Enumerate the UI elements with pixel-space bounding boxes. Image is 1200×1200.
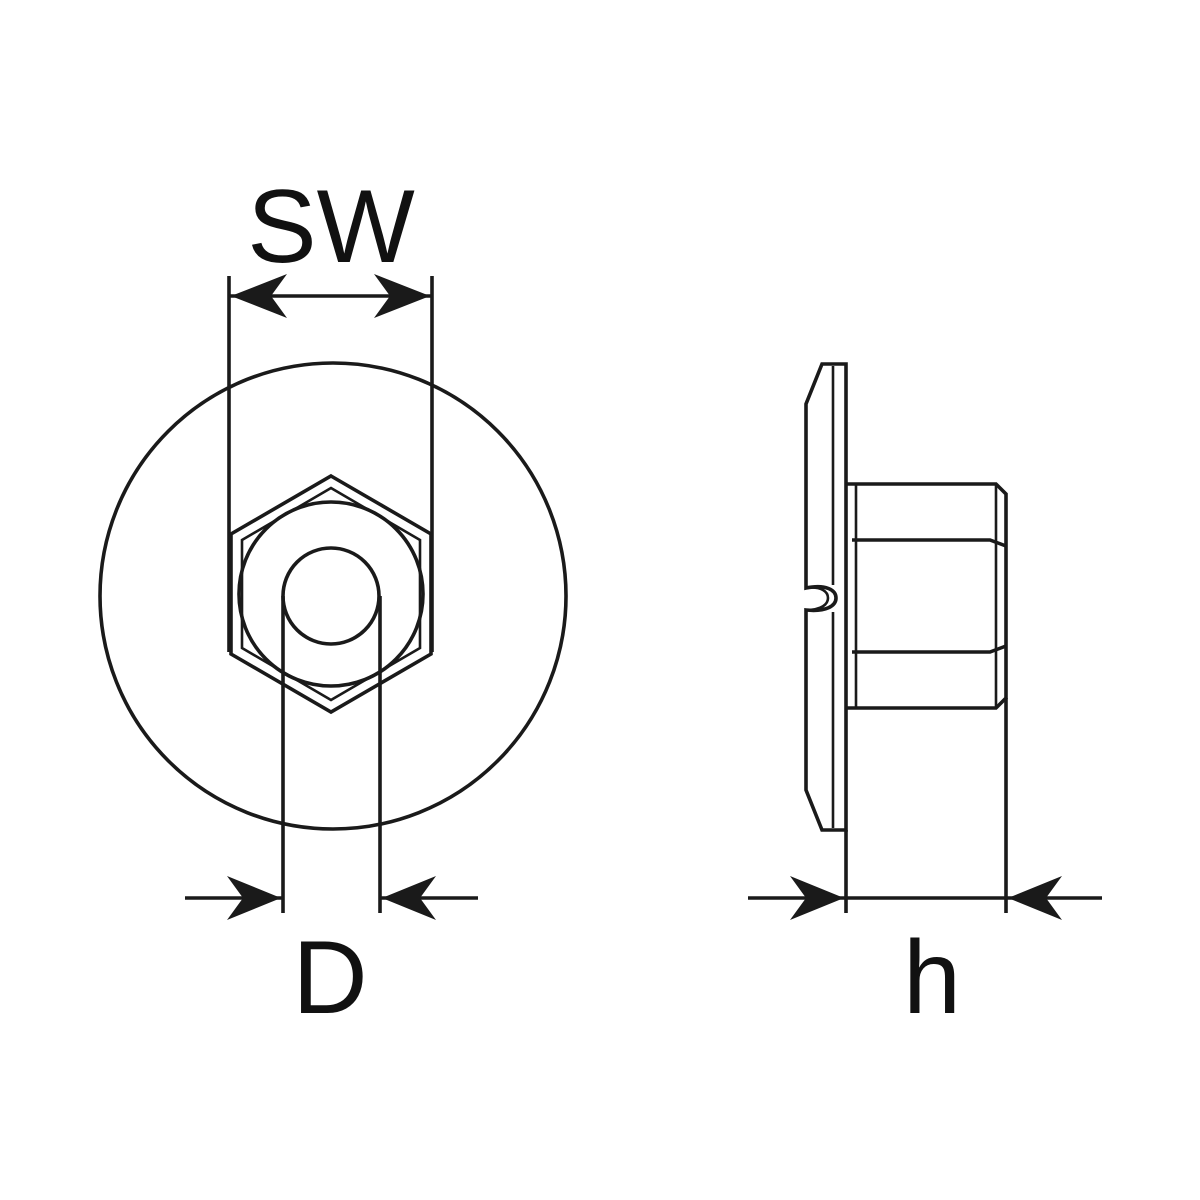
hex-edge-lower bbox=[852, 644, 1007, 654]
hex-inner-chamfer bbox=[240, 486, 422, 702]
d-arrow-left bbox=[227, 876, 281, 920]
h-label: h bbox=[903, 920, 961, 1036]
bore-hole bbox=[281, 546, 381, 646]
flange-side-outline bbox=[804, 362, 848, 832]
d-dimension: D bbox=[185, 596, 478, 1036]
h-dimension: h bbox=[748, 698, 1102, 1036]
hex-outer-outline bbox=[229, 473, 433, 715]
front-view bbox=[98, 361, 568, 831]
h-arrow-left bbox=[790, 876, 844, 920]
flange-outline bbox=[98, 361, 568, 831]
sw-arrow-right bbox=[374, 274, 430, 318]
d-label: D bbox=[292, 920, 367, 1036]
hex-edge-upper bbox=[852, 538, 1007, 548]
sw-dimension: SW bbox=[227, 169, 434, 652]
thread-outline bbox=[237, 500, 425, 688]
sw-arrow-left bbox=[231, 274, 287, 318]
hex-body-outline bbox=[846, 482, 1008, 710]
sw-label: SW bbox=[247, 169, 415, 285]
d-arrow-right bbox=[382, 876, 436, 920]
h-arrow-right bbox=[1008, 876, 1062, 920]
side-view bbox=[804, 362, 1008, 832]
flange-slot bbox=[805, 586, 830, 612]
